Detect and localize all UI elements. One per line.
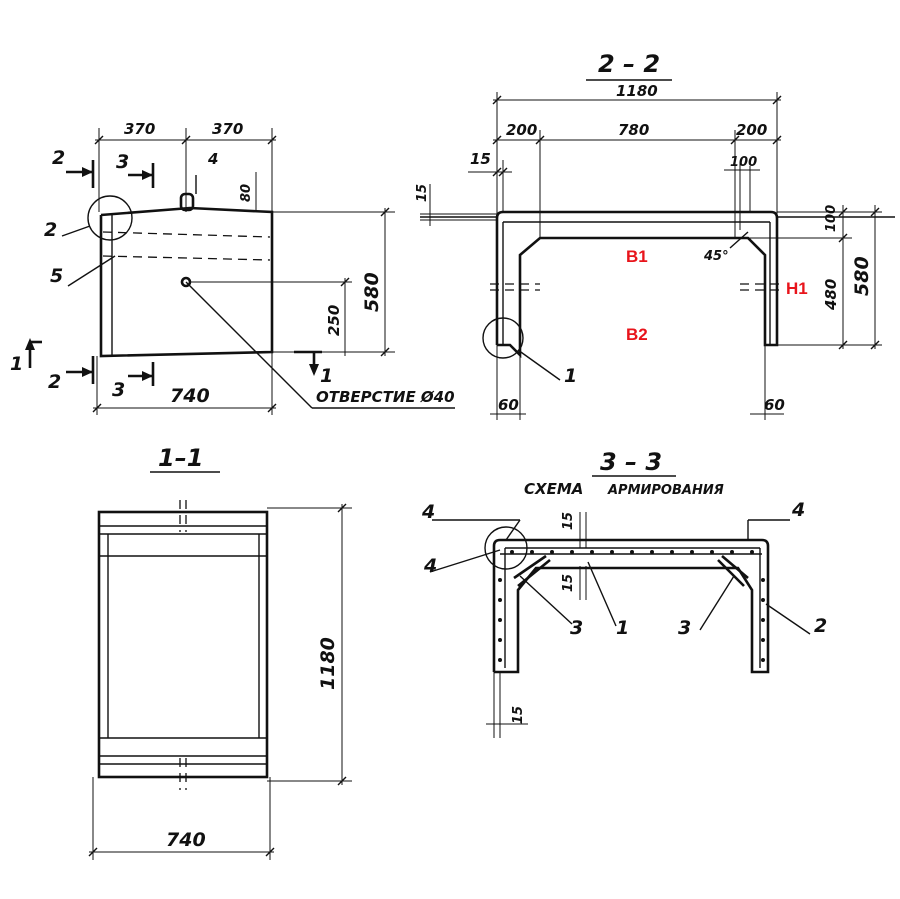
dim-780: 780 [618,121,649,139]
dim-15-3-3-top: 15 [561,512,576,530]
dim-740-section: 740 [166,829,206,851]
section-3-3-subtitle-left: СХЕМА [524,480,583,498]
section-3-3-outline [492,538,770,674]
callout-1: 1 [616,617,629,639]
detail-circle-4 [484,526,528,570]
mark-4-top: 4 [207,150,218,168]
mark-2-bottom: 2 [48,371,61,393]
dim-480: 480 [822,279,840,311]
callout-4-mid-left: 4 [423,555,437,577]
section-2-2-outline [495,210,779,359]
annotation-b2: B2 [626,325,648,344]
dim-60-right: 60 [764,396,785,414]
dim-1180-top: 1180 [616,82,658,100]
dim-1180-side: 1180 [317,637,339,690]
plan-view: ОТВЕРСТИЕ Ø40 370 370 80 4 2 3 2 5 [10,120,455,415]
annotation-b1: B1 [626,247,648,266]
mark-5-left: 5 [50,265,63,287]
mark-3-top: 3 [116,151,129,173]
dim-370-left: 370 [124,120,155,138]
mark-2-left: 2 [44,219,57,241]
dim-100-top: 100 [730,155,757,170]
mark-1-right: 1 [320,365,333,387]
dim-15-3-3-mid: 15 [561,574,576,592]
callout-2: 2 [814,615,827,637]
detail-circle-1 [482,317,524,359]
dim-15-3-3-bottom: 15 [511,706,526,724]
dim-580-section: 580 [851,256,873,296]
section-3-3-subtitle-right: АРМИРОВАНИЯ [607,483,724,498]
dim-15-left: 15 [415,184,430,202]
callout-3-left: 3 [570,617,583,639]
section-1-1-title: 1–1 [158,444,203,472]
dim-200-left: 200 [506,121,537,139]
mark-3-bottom: 3 [112,379,125,401]
detail-circle-2 [87,195,133,241]
callout-1-section: 1 [564,365,577,387]
callout-3-right: 3 [678,617,691,639]
callout-4-right: 4 [791,499,805,521]
hole-label: ОТВЕРСТИЕ Ø40 [316,388,455,406]
dim-580-plan: 580 [361,272,383,312]
dim-80: 80 [239,184,254,202]
dim-740-plan: 740 [170,385,210,407]
dim-45-deg: 45° [703,249,729,264]
dim-60-left: 60 [498,396,519,414]
dim-370-right: 370 [212,120,243,138]
dim-200-right: 200 [736,121,767,139]
rebar-dots [498,550,765,662]
dim-15-top: 15 [470,150,491,168]
annotation-h1: H1 [786,279,808,298]
section-3-3-title: 3 – 3 [600,448,662,476]
dim-250: 250 [325,305,343,336]
section-3-3: 3 – 3 СХЕМА АРМИРОВАНИЯ [421,448,827,738]
section-1-1: 1–1 1180 740 [88,444,352,860]
section-2-2: 2 – 2 1180 200 780 200 15 15 100 [415,50,895,420]
section-1-1-outline [97,510,269,779]
section-2-2-title: 2 – 2 [598,50,660,78]
callout-4-top-left: 4 [421,501,435,523]
dim-100-right: 100 [824,205,839,232]
mark-2-top: 2 [52,147,65,169]
mark-1-left: 1 [10,353,23,375]
